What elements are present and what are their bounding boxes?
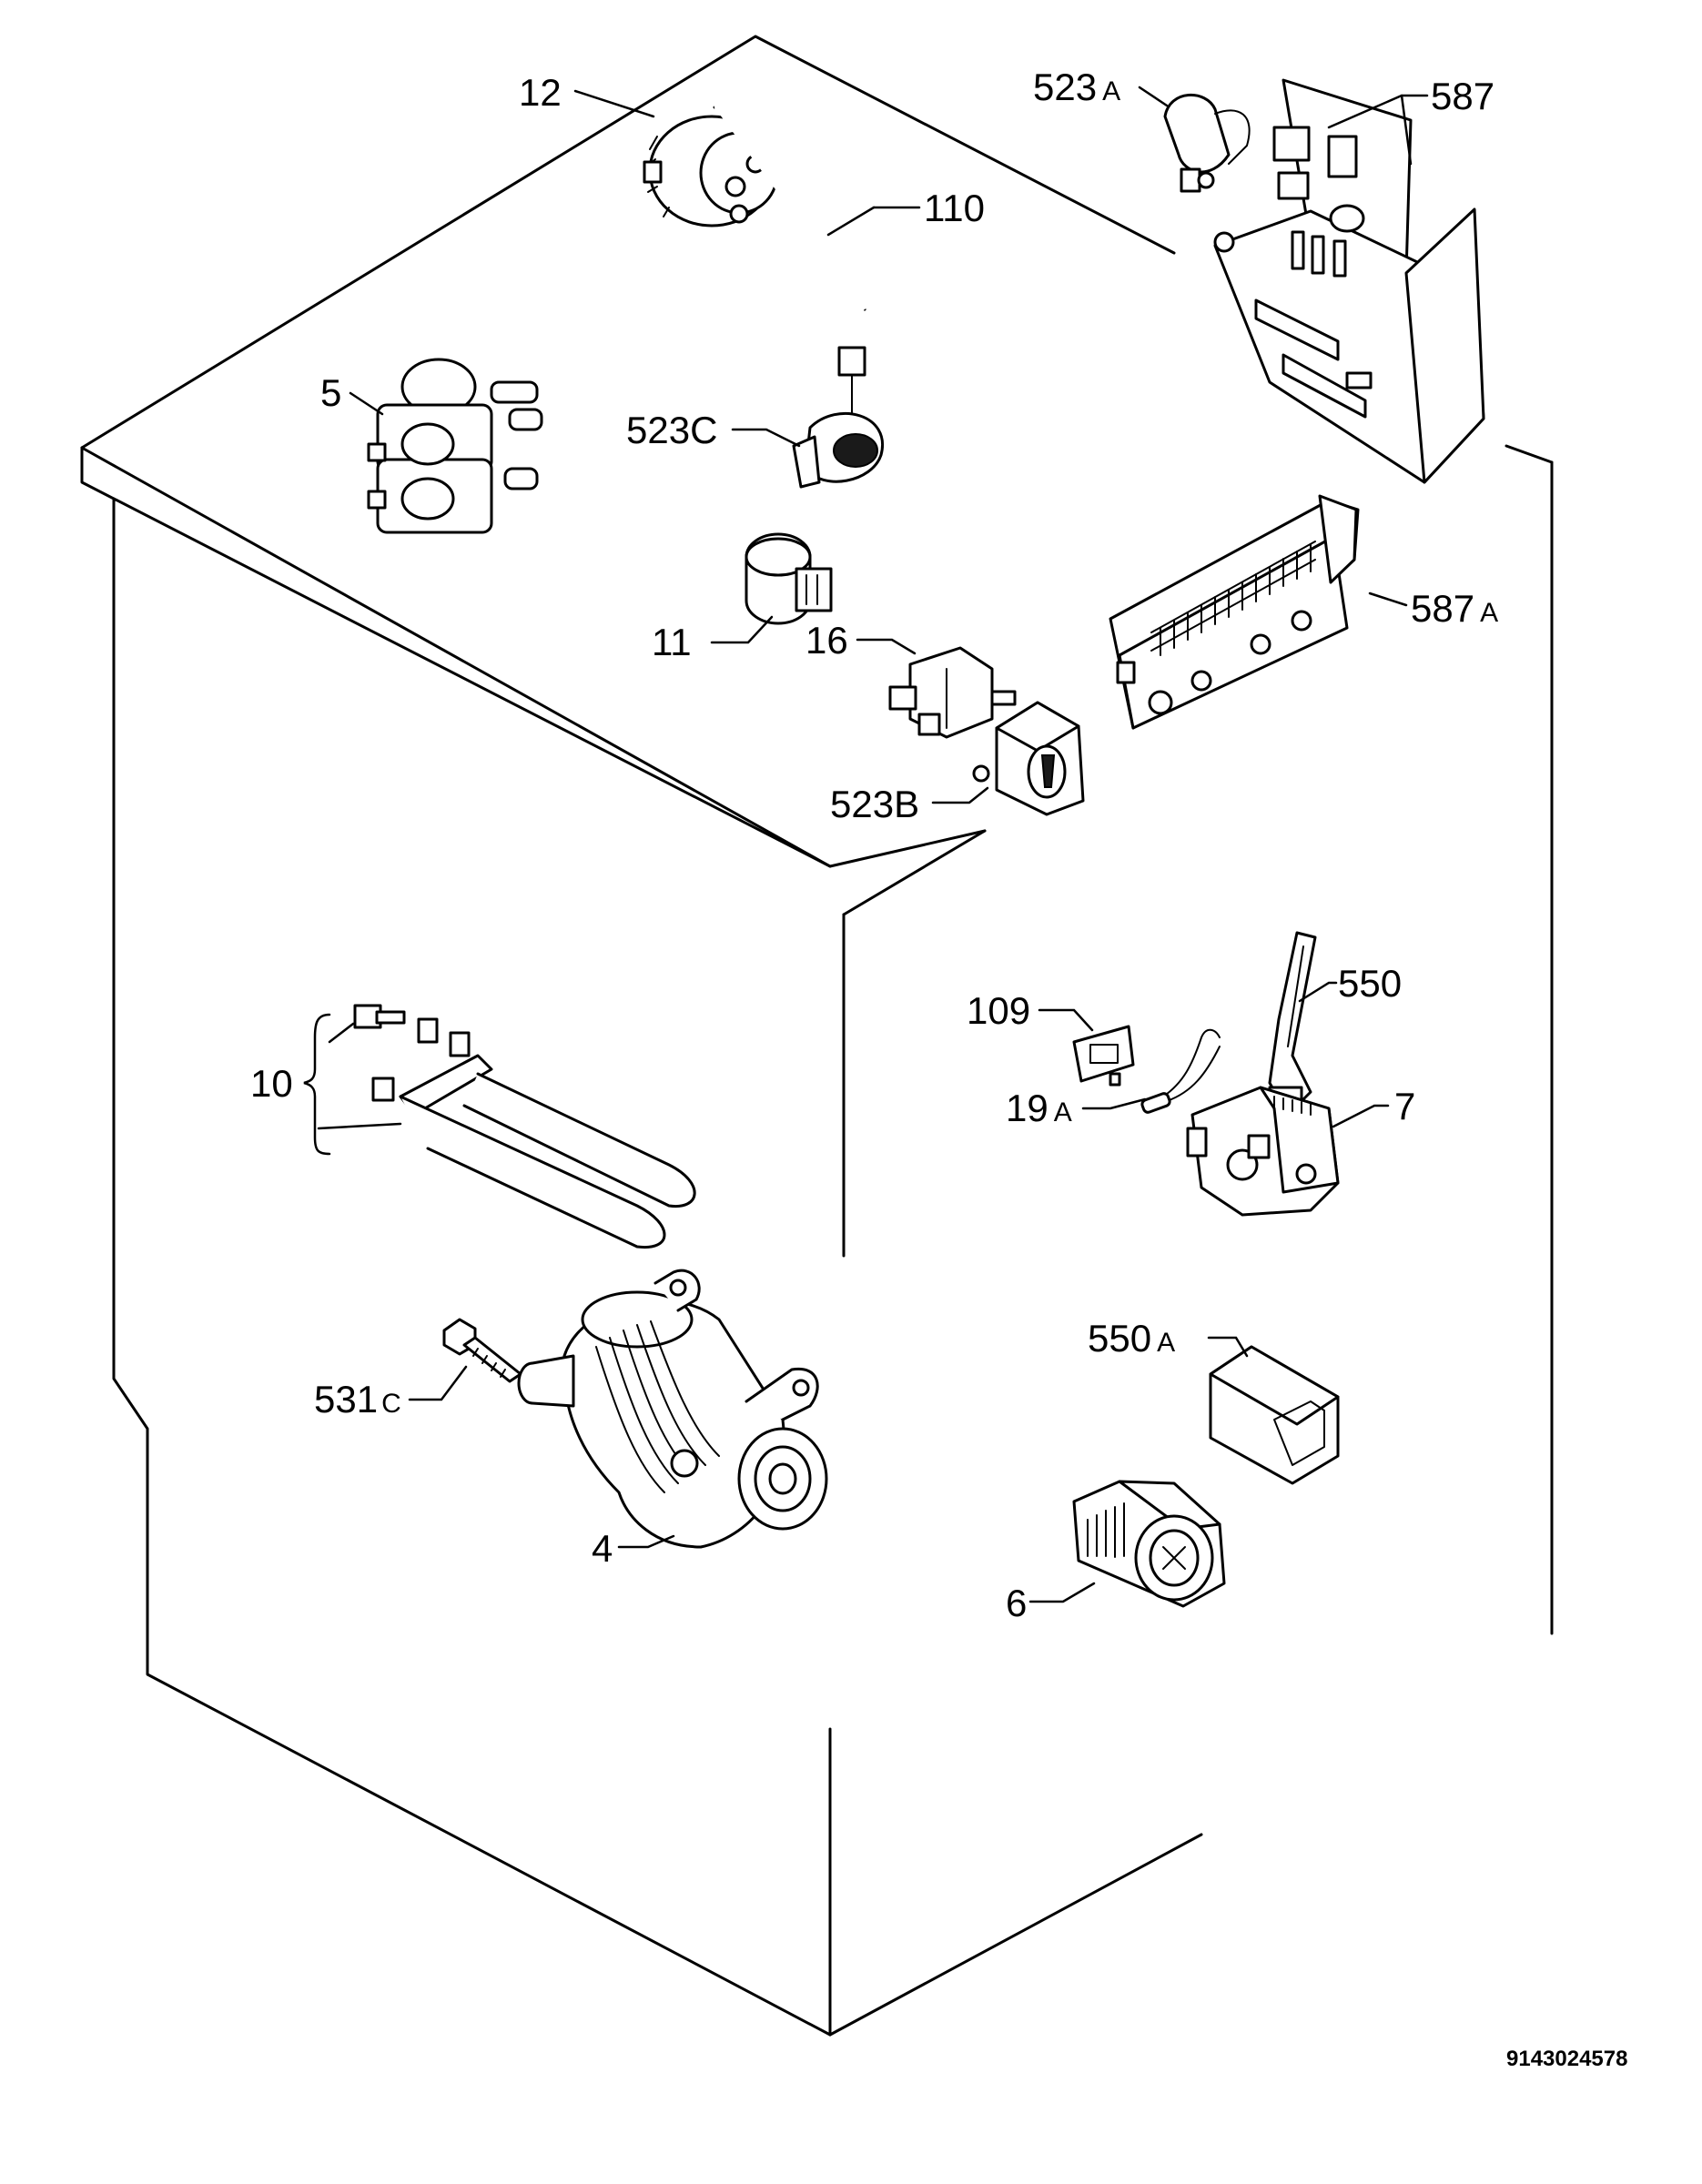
callout-16: 16 xyxy=(805,619,848,662)
cabinet-outline xyxy=(80,35,1554,2037)
callout-587: 587 xyxy=(1431,75,1494,117)
cover-part-109 xyxy=(1072,1025,1135,1087)
document-number: 9143024578 xyxy=(1506,2047,1627,2071)
cover-box-part-550a xyxy=(1209,1345,1340,1485)
heating-element-part-10 xyxy=(353,1004,696,1249)
callout-109: 109 xyxy=(967,989,1030,1032)
callout-531c-suffix: C xyxy=(381,1389,401,1419)
callout-550: 550 xyxy=(1338,962,1402,1005)
sensor-part-19a xyxy=(1140,1028,1221,1114)
capacitor-part-11 xyxy=(745,532,833,625)
water-inlet-valve-part-5 xyxy=(367,358,543,534)
callout-11: 11 xyxy=(652,621,692,663)
callout-5: 5 xyxy=(320,371,341,414)
callout-4: 4 xyxy=(592,1527,613,1570)
callout-587a-number: 587 xyxy=(1411,587,1474,630)
callout-10: 10 xyxy=(250,1062,293,1105)
callout-110: 110 xyxy=(924,187,985,229)
door-switch-part-6 xyxy=(1072,1480,1226,1608)
leader-lines xyxy=(303,86,1429,1603)
door-lock-part-523c xyxy=(792,346,885,489)
control-panel-part-587a xyxy=(1109,494,1360,730)
drain-pump-part-4 xyxy=(517,1269,828,1549)
electronic-board-part-587 xyxy=(1213,78,1485,484)
knob-housing-part-523b xyxy=(972,701,1085,816)
callout-7: 7 xyxy=(1394,1085,1415,1127)
callout-550a-number: 550 xyxy=(1088,1317,1151,1360)
bolt-part-531c xyxy=(442,1318,522,1383)
callout-550a-suffix: A xyxy=(1157,1328,1175,1358)
callout-523c: 523C xyxy=(626,409,717,451)
callout-531c-number: 531 xyxy=(314,1378,378,1421)
callout-523b: 523B xyxy=(830,783,919,825)
lever-part-550 xyxy=(1268,931,1317,1117)
callout-6: 6 xyxy=(1006,1582,1027,1624)
callout-523a-number: 523 xyxy=(1033,66,1097,108)
programmer-part-7 xyxy=(1186,1086,1340,1217)
hose-part-110 xyxy=(713,102,866,311)
callout-19a-suffix: A xyxy=(1054,1097,1072,1127)
callout-19a-number: 19 xyxy=(1006,1087,1049,1129)
callout-12: 12 xyxy=(519,71,562,114)
selector-switch-part-16 xyxy=(888,646,1017,739)
callout-523a-suffix: A xyxy=(1102,76,1120,106)
connector-part-523a xyxy=(1163,94,1251,193)
callout-587a-suffix: A xyxy=(1480,598,1498,628)
